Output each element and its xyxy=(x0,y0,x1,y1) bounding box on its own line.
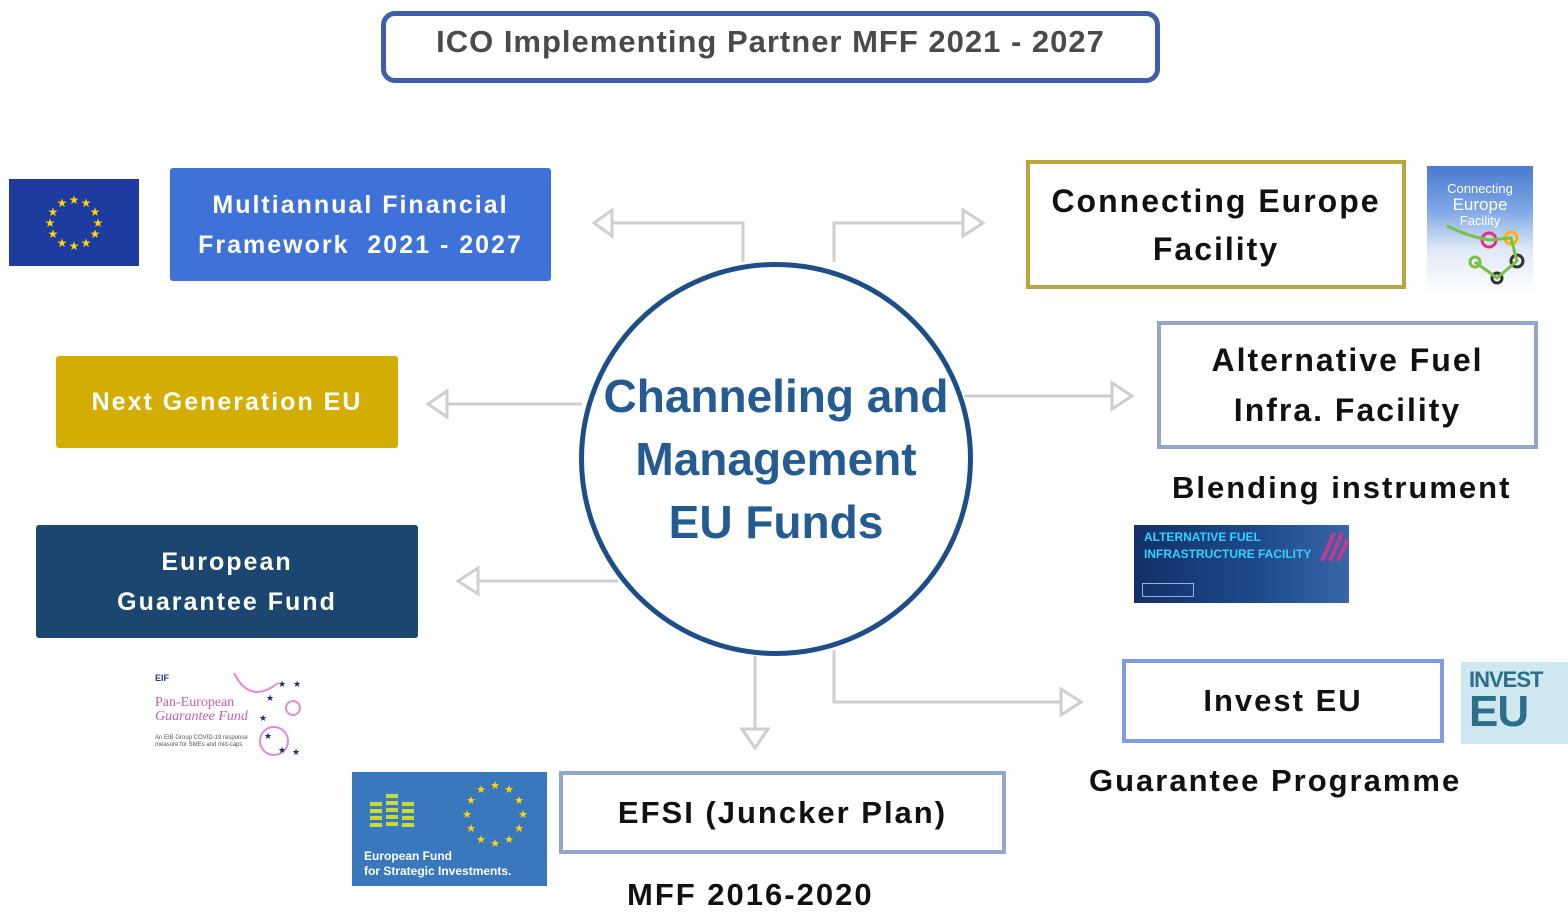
svg-text:★: ★ xyxy=(476,833,486,846)
svg-text:★: ★ xyxy=(462,808,472,821)
cef-logo-text: Connecting Europe Facility xyxy=(1427,182,1533,228)
cef-logo-line2: Europe xyxy=(1452,195,1508,214)
central-hub: Channeling and Management EU Funds xyxy=(579,262,973,656)
arrow-to-efsi-head xyxy=(739,727,771,751)
pegf-logo-line1: Pan-European xyxy=(155,695,235,710)
svg-text:★: ★ xyxy=(93,216,104,230)
invest-eu-logo: INVEST EU xyxy=(1461,662,1568,744)
svg-text:★: ★ xyxy=(293,680,301,690)
invest-eu-logo-text: INVEST EU xyxy=(1469,667,1543,736)
afif-logo-text: ALTERNATIVE FUEL INFRASTRUCTURE FACILITY xyxy=(1144,529,1311,563)
arrow-to-invest-eu xyxy=(832,650,1061,704)
arrow-to-cef xyxy=(832,221,963,262)
eu-flag-icon: ★★★ ★★★ ★★★ ★★★ xyxy=(9,179,139,266)
arrow-to-afif-head xyxy=(1110,380,1135,412)
pegf-logo: EIF Pan-European Guarantee Fund An EIB G… xyxy=(150,665,310,763)
svg-text:★: ★ xyxy=(466,794,476,807)
cef-logo: Connecting Europe Facility xyxy=(1427,166,1533,294)
afif-node-line1: Alternative Fuel xyxy=(1211,342,1484,378)
svg-text:★: ★ xyxy=(476,783,486,796)
diagram-title: ICO Implementing Partner MFF 2021 - 2027 xyxy=(381,11,1160,83)
svg-text:★: ★ xyxy=(292,748,300,758)
afif-logo-line2: INFRASTRUCTURE FACILITY xyxy=(1144,547,1312,561)
svg-text:★: ★ xyxy=(490,779,500,792)
svg-text:★: ★ xyxy=(259,714,267,724)
eu-stars-icon: ★★★ ★★★ ★★★ ★★★ xyxy=(45,193,104,253)
svg-text:★: ★ xyxy=(278,746,286,756)
cef-network-icon xyxy=(1446,224,1525,285)
efsi-logo-line1: European Fund xyxy=(364,849,452,863)
svg-text:★: ★ xyxy=(81,236,92,250)
efsi-logo-text: European Fund for Strategic Investments. xyxy=(364,849,511,879)
cef-node-line2: Facility xyxy=(1152,230,1280,267)
mff-node-line2: Framework 2021 - 2027 xyxy=(198,230,523,259)
invest-eu-caption: Guarantee Programme xyxy=(1089,763,1462,798)
efsi-coins-stars-icon: ★★★ ★★★ ★★★ ★★★ xyxy=(370,779,528,850)
eu-commission-mark-icon xyxy=(1142,583,1194,597)
svg-text:★: ★ xyxy=(90,227,101,241)
svg-text:★: ★ xyxy=(518,808,528,821)
afif-logo-line1: ALTERNATIVE FUEL xyxy=(1144,530,1261,544)
central-hub-line1: Channeling and xyxy=(603,369,949,422)
svg-text:★: ★ xyxy=(514,822,524,835)
invest-eu-logo-line2: EU xyxy=(1469,687,1529,736)
arrow-to-invest-eu-head xyxy=(1059,686,1084,718)
cef-node-line1: Connecting Europe xyxy=(1051,182,1381,219)
afif-node: Alternative Fuel Infra. Facility xyxy=(1157,321,1538,449)
svg-text:★: ★ xyxy=(278,680,286,690)
egf-node: European Guarantee Fund xyxy=(36,525,418,638)
efsi-node-label: EFSI (Juncker Plan) xyxy=(617,794,948,830)
central-hub-line2: Management xyxy=(635,432,917,485)
afif-caption: Blending instrument xyxy=(1172,470,1512,505)
afif-node-line2: Infra. Facility xyxy=(1233,392,1462,428)
ngeu-node: Next Generation EU xyxy=(56,356,398,448)
pegf-logo-name: Pan-European Guarantee Fund xyxy=(155,696,248,724)
ngeu-node-label: Next Generation EU xyxy=(91,387,363,416)
afif-logo: ALTERNATIVE FUEL INFRASTRUCTURE FACILITY xyxy=(1134,525,1349,603)
egf-node-line1: European xyxy=(161,547,293,576)
svg-text:★: ★ xyxy=(69,239,80,253)
central-hub-line3: EU Funds xyxy=(668,495,884,548)
svg-text:★: ★ xyxy=(90,205,101,219)
svg-text:★: ★ xyxy=(57,236,68,250)
svg-text:★: ★ xyxy=(466,822,476,835)
svg-text:★: ★ xyxy=(504,783,514,796)
svg-text:★: ★ xyxy=(266,694,274,704)
efsi-caption: MFF 2016-2020 xyxy=(627,877,874,912)
cef-node: Connecting Europe Facility xyxy=(1026,160,1406,289)
svg-text:★: ★ xyxy=(81,196,92,210)
efsi-node: EFSI (Juncker Plan) xyxy=(559,771,1006,854)
svg-text:★: ★ xyxy=(69,193,80,207)
pegf-logo-sub: An EIB Group COVID-19 response measure f… xyxy=(155,735,248,748)
arrow-to-ngeu-head xyxy=(425,388,449,420)
arrow-to-mff-head xyxy=(591,207,614,239)
cef-logo-line3: Facility xyxy=(1459,213,1501,228)
svg-text:★: ★ xyxy=(264,732,272,742)
pegf-logo-line2: Guarantee Fund xyxy=(155,709,248,724)
invest-eu-node-label: Invest EU xyxy=(1203,683,1363,718)
svg-text:★: ★ xyxy=(504,833,514,846)
svg-text:★: ★ xyxy=(48,205,59,219)
svg-text:★: ★ xyxy=(57,196,68,210)
cef-logo-line1: Connecting xyxy=(1447,181,1513,196)
svg-text:★: ★ xyxy=(490,837,500,850)
diagram-title-text: ICO Implementing Partner MFF 2021 - 2027 xyxy=(436,24,1105,59)
eif-wordmark: EIF xyxy=(155,673,170,683)
mff-node: Multiannual Financial Framework 2021 - 2… xyxy=(170,168,551,281)
efsi-logo: ★★★ ★★★ ★★★ ★★★ European Fund for Strate… xyxy=(352,772,547,886)
arrow-to-cef-head xyxy=(961,207,986,239)
arrow-to-mff xyxy=(612,221,745,262)
svg-text:★: ★ xyxy=(514,794,524,807)
svg-text:★: ★ xyxy=(48,227,59,241)
mff-node-line1: Multiannual Financial xyxy=(212,190,509,219)
invest-eu-logo-line1: INVEST xyxy=(1469,667,1543,692)
pegf-circles-stars-icon: ★ ★ ★ ★ ★ ★ ★ xyxy=(233,672,301,758)
arrow-to-egf-head xyxy=(455,565,480,597)
afif-stripes-icon xyxy=(1320,532,1349,562)
efsi-logo-line2: for Strategic Investments. xyxy=(364,864,512,878)
egf-node-line2: Guarantee Fund xyxy=(117,587,337,616)
svg-text:★: ★ xyxy=(45,216,56,230)
invest-eu-node: Invest EU xyxy=(1122,659,1444,743)
